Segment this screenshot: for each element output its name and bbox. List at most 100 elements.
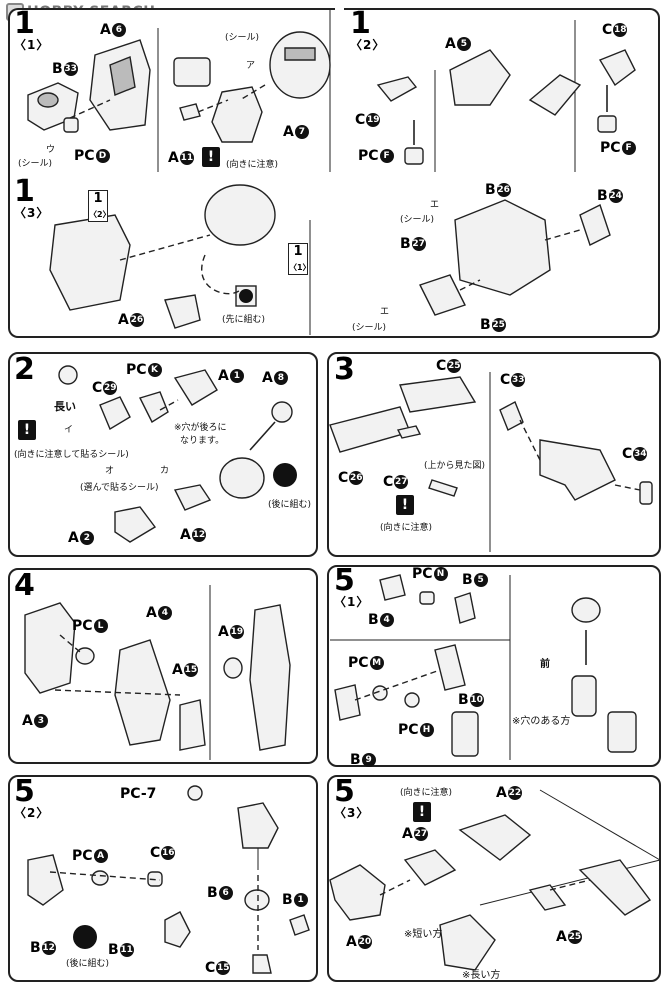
part-a5-assembled	[528, 74, 582, 116]
part-arm	[237, 802, 279, 849]
ref-step-1-2: 1〈2〉	[88, 190, 111, 222]
part-head-core	[204, 184, 276, 246]
part-a4-assembled	[249, 604, 291, 751]
note-seal-e: エ	[380, 307, 390, 317]
part-b26	[454, 199, 551, 296]
note-topview: (上から見た図)	[424, 461, 486, 471]
part-rifle	[539, 439, 616, 501]
label-pc-7: PC-7	[120, 786, 157, 802]
note-seal-ka: カ	[160, 466, 170, 476]
note-tip: (先に組む)	[222, 315, 266, 325]
part-c27	[396, 425, 422, 439]
step-number: 1〈3〉	[14, 174, 50, 221]
part-a27	[403, 849, 457, 886]
part-a6	[89, 39, 151, 131]
part-b10	[434, 644, 466, 691]
part-head-mid	[219, 457, 265, 499]
note-long: ※長い方	[462, 970, 501, 981]
part-c33	[499, 401, 524, 431]
part-a1	[173, 369, 218, 406]
part-a2	[114, 506, 157, 543]
note-seal-o: オ	[105, 466, 115, 476]
step-number: 2	[14, 352, 35, 387]
note-seal-e: エ	[430, 200, 440, 210]
step-number: 1〈1〉	[14, 6, 50, 53]
note-caution: (向きに注意)	[380, 523, 433, 533]
part-c25	[399, 376, 477, 413]
note-front: 前	[540, 659, 550, 670]
part-fin-view	[439, 914, 496, 971]
topview-part	[428, 479, 458, 497]
step-number: 1〈2〉	[350, 6, 386, 53]
note-short: ※短い方	[404, 929, 443, 940]
part-leg-view	[607, 711, 637, 753]
tip-icon	[239, 289, 253, 303]
note-seal-a: ア	[246, 61, 256, 71]
caution-icon: !	[18, 420, 36, 440]
note-long: 長い	[54, 400, 76, 413]
step-number: 5〈2〉	[14, 774, 50, 821]
note-seal: (シール)	[400, 215, 435, 225]
part-pc-f-2	[597, 115, 617, 133]
caution-icon: !	[396, 495, 414, 515]
note-seal-u: ウ	[46, 145, 56, 155]
panel-step-1-3	[8, 175, 660, 338]
note-caution: (向きに注意)	[226, 160, 279, 170]
note-seal-i: イ	[64, 425, 74, 435]
part-a7	[211, 86, 263, 143]
part-pc-h	[404, 692, 420, 708]
part-a3	[24, 602, 76, 694]
part-a11	[179, 103, 201, 121]
part-pc-7	[187, 785, 203, 801]
note-hole: ※穴が後ろに	[174, 423, 227, 433]
part-b25	[419, 274, 466, 316]
part-b10-view	[451, 711, 479, 757]
part-pc-l	[75, 647, 95, 665]
part-b5	[454, 592, 476, 624]
part-pc-f	[404, 147, 424, 165]
note-back: (後に組む)	[268, 500, 312, 510]
step-number: 4	[14, 568, 35, 603]
note-hole-2: なります。	[180, 436, 225, 446]
part-c34	[639, 481, 653, 505]
part-pc-k	[139, 391, 169, 424]
panel-step-3	[327, 352, 661, 557]
part-pc-a	[91, 870, 109, 886]
